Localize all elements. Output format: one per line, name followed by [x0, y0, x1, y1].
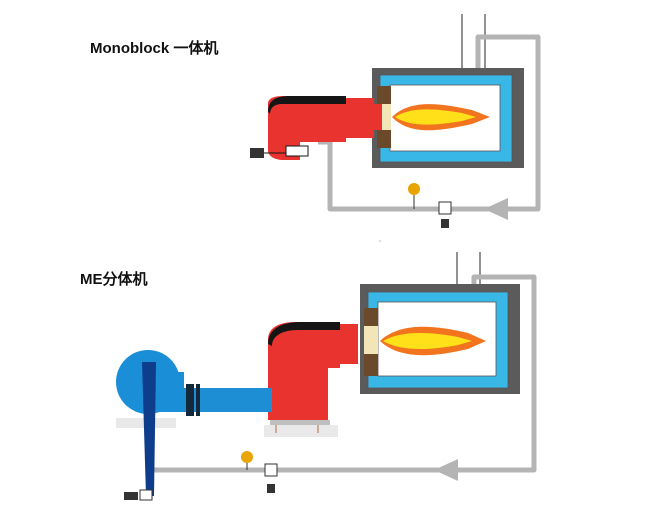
chimney	[461, 14, 486, 72]
fuel-valve-icon	[124, 489, 153, 501]
split-system	[116, 252, 537, 501]
air-duct	[180, 384, 272, 416]
flow-arrow-icon	[484, 198, 508, 220]
pressure-gauge-icon	[408, 183, 420, 209]
flame	[392, 104, 490, 131]
split-burner-head	[264, 322, 358, 437]
fuel-valve-icon	[250, 148, 264, 158]
flow-sensor-icon	[438, 201, 452, 228]
fan-blower	[116, 350, 184, 496]
split-burner-title: ME分体机	[80, 271, 148, 288]
monoblock-system	[250, 14, 541, 242]
monoblock-burner	[250, 96, 382, 160]
flow-sensor-icon	[264, 463, 278, 493]
monoblock-title: Monoblock 一体机	[90, 40, 219, 57]
flow-arrow-icon	[434, 459, 458, 481]
pressure-gauge-icon	[241, 451, 253, 470]
flame	[380, 326, 486, 356]
